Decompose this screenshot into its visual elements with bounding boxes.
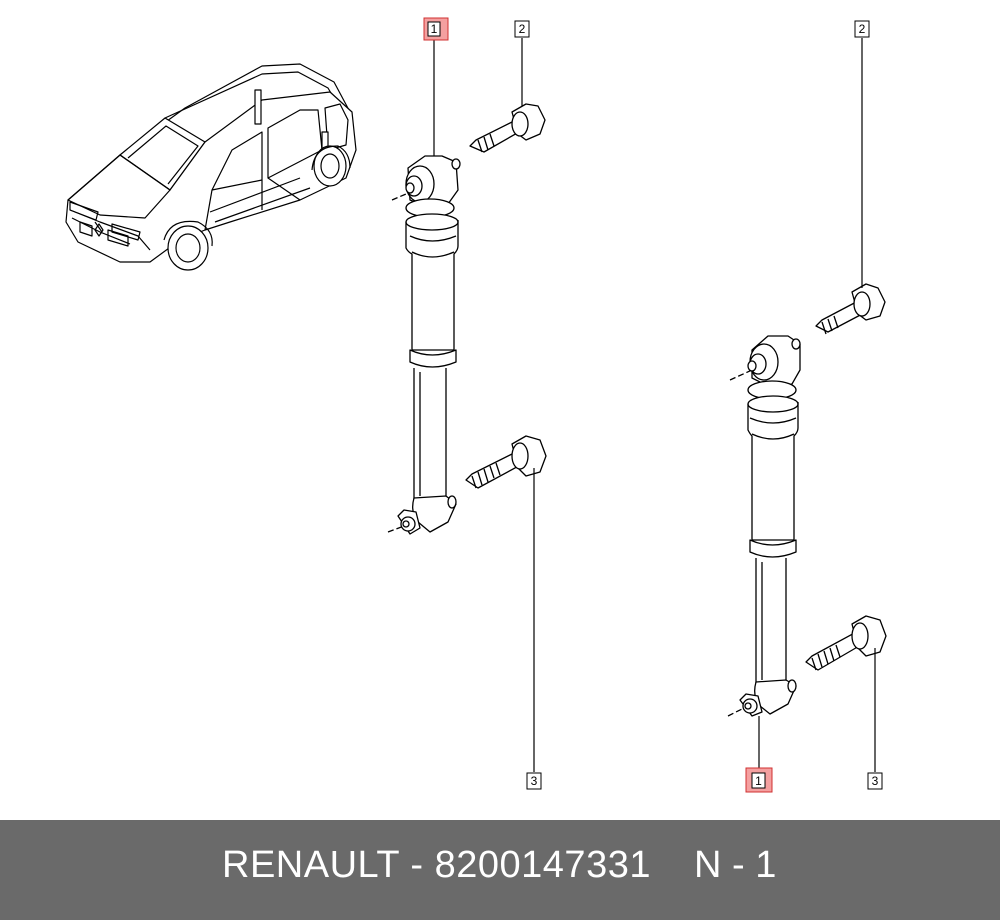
callout-3-bottom-right: 3 [867, 772, 883, 790]
parts-diagram: 1 2 3 2 1 3 [65, 17, 887, 793]
footer-bar: RENAULT - 8200147331 N - 1 [0, 820, 1000, 920]
callout-label: 3 [531, 774, 538, 788]
callout-1-top: 1 [423, 17, 449, 41]
vehicle-illustration [65, 63, 357, 271]
callout-label: 1 [431, 22, 438, 36]
callout-1-bottom: 1 [745, 767, 773, 793]
callout-label: 2 [859, 22, 866, 36]
leader-lines [433, 38, 876, 772]
bolt-left-top [469, 103, 546, 153]
bolt-left-bottom [465, 435, 547, 489]
page-number: N - 1 [694, 844, 777, 886]
shock-absorber-right [727, 335, 801, 717]
callout-3-bottom-left: 3 [526, 772, 542, 790]
callout-2-top-right: 2 [854, 20, 870, 38]
callout-label: 3 [872, 774, 879, 788]
callout-2-top-left: 2 [514, 20, 530, 38]
part-number: RENAULT - 8200147331 [222, 844, 651, 886]
callout-label: 2 [519, 22, 526, 36]
bolt-right-bottom [805, 615, 887, 671]
bolt-right-top [815, 283, 886, 335]
callout-label: 1 [755, 774, 762, 788]
shock-absorber-left [387, 155, 461, 535]
